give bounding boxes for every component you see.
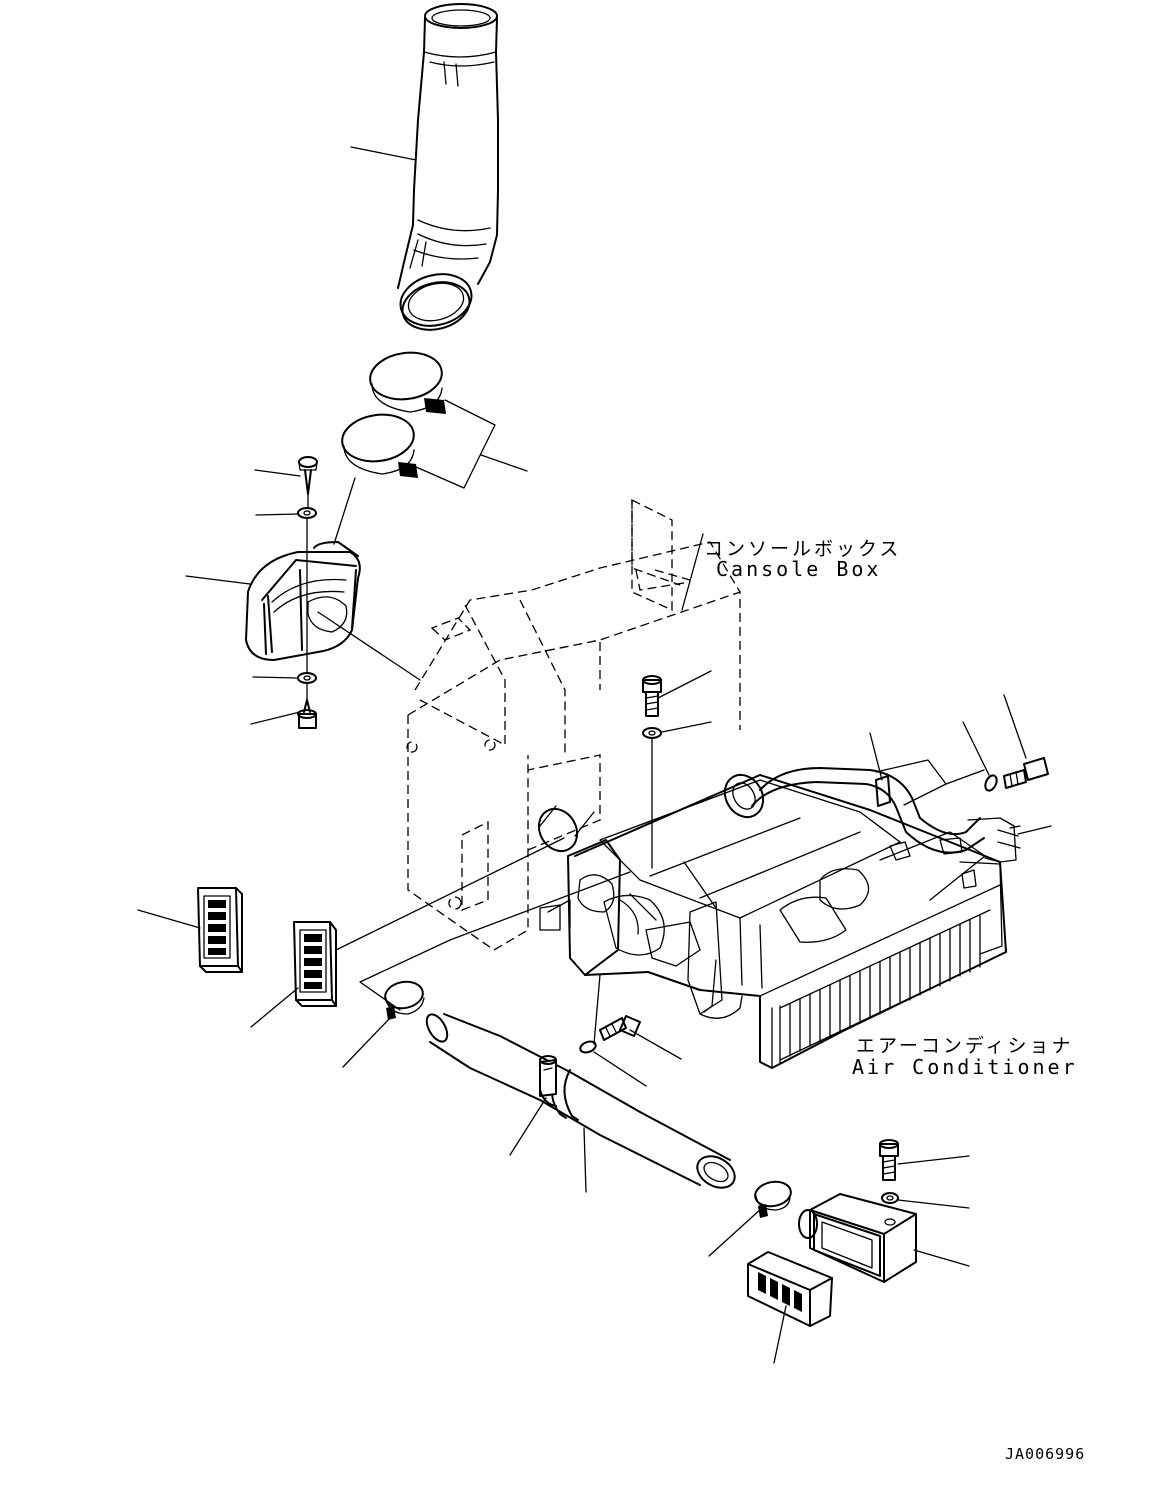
air-conditioner-label-jp: エアーコンディショナ: [856, 1035, 1074, 1057]
screw-top: [298, 456, 318, 495]
vent-grille-left-2: [293, 921, 337, 1007]
bolt-top-middle: [642, 675, 662, 717]
leader-lines: [137, 146, 1052, 1364]
duct-elbow: [245, 541, 361, 661]
vent-grille-lower: [747, 1251, 833, 1327]
vent-grille-left-1: [197, 887, 243, 973]
washer-right-top: [984, 774, 998, 792]
bolt-lower-right: [879, 1139, 899, 1181]
console-box: [406, 498, 741, 951]
hose-clamp-upper: [369, 351, 446, 414]
hose-clamp-bracket: [539, 1055, 557, 1107]
air-conditioner-unit: [537, 767, 1021, 1069]
condenser-grille: [779, 909, 991, 1061]
vent-housing-lower-right: [798, 1193, 917, 1283]
hose-clamp-small-right: [754, 1180, 792, 1218]
hose-clamp-small-left: [384, 980, 425, 1020]
washer-top-middle: [642, 727, 662, 739]
lower-duct-hose: [425, 1013, 736, 1189]
console-box-label-en: Cansole Box: [716, 557, 882, 581]
washer-bottom: [297, 672, 317, 684]
console-box-label-jp: コンソールボックス: [704, 538, 902, 560]
air-conditioner-label-en: Air Conditioner: [852, 1055, 1078, 1079]
upper-duct: [397, 3, 499, 331]
washer-middle: [579, 1040, 597, 1054]
hose-clamp-lower: [341, 413, 418, 478]
bolt-middle: [599, 1015, 641, 1041]
figure-id: JA006996: [1005, 1445, 1086, 1463]
washer-lower-right: [881, 1192, 899, 1204]
assembly-guide-lines: [306, 493, 717, 1045]
washer-top: [297, 507, 317, 519]
bolt-right-top: [1003, 757, 1049, 789]
screw-bottom: [297, 699, 317, 729]
